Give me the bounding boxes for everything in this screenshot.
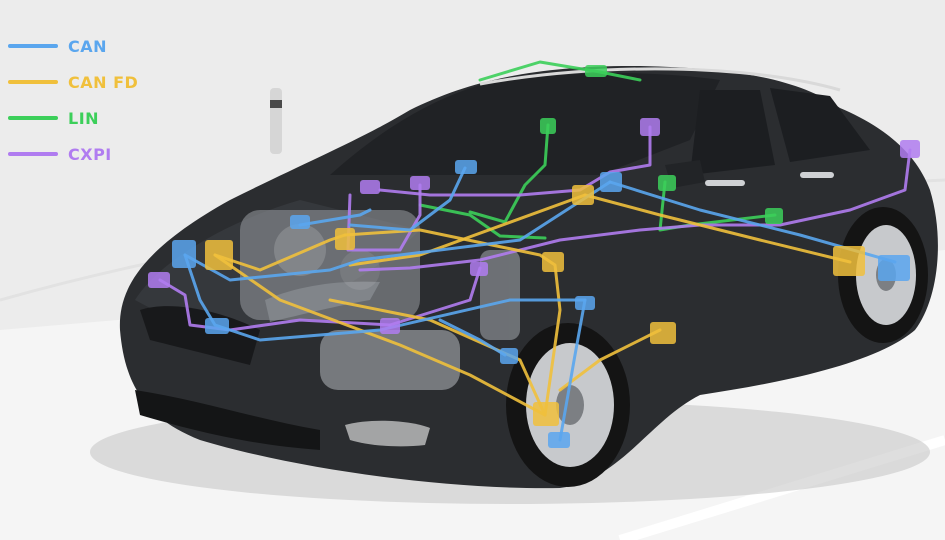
can-bus-line — [558, 298, 587, 442]
legend-swatch — [8, 152, 58, 156]
legend-label: LIN — [68, 108, 100, 128]
can-bus-line — [348, 166, 467, 232]
side-window-rear — [770, 88, 870, 162]
legend-label: CXPI — [68, 144, 112, 164]
ecu-node-icon — [205, 318, 229, 334]
fog-lamp — [345, 420, 430, 447]
can-fd-bus-line — [328, 298, 547, 417]
legend-item-can-fd: CAN FD — [8, 64, 178, 100]
ecu-node-icon — [878, 255, 910, 281]
can-bus-line — [438, 318, 507, 357]
road-bollard — [270, 88, 282, 154]
can-fd-bus-line — [348, 193, 587, 267]
ecu-node-icon — [148, 272, 170, 288]
ecu-node-icon — [833, 246, 865, 276]
ecu-nodes — [148, 65, 920, 448]
legend-label: CAN — [68, 36, 108, 56]
side-window-front — [690, 90, 775, 175]
ecu-node-icon — [380, 318, 400, 334]
ecu-node-icon — [575, 296, 595, 310]
ecu-node-icon — [205, 240, 233, 270]
roof-chrome — [479, 67, 841, 92]
ecu-node-icon — [640, 118, 660, 136]
legend-swatch — [8, 116, 58, 120]
ecu-node-icon — [410, 176, 430, 190]
ecu-node-icon — [335, 228, 355, 250]
ecu-node-icon — [533, 402, 559, 426]
ecu-node-icon — [548, 432, 570, 448]
ecu-node-icon — [290, 215, 310, 229]
door-handle-rear — [800, 172, 834, 178]
ecu-node-icon — [900, 140, 920, 158]
can-fd-bus-line — [583, 193, 852, 264]
legend-swatch — [8, 80, 58, 84]
ecu-node-icon — [540, 118, 556, 134]
lin-bus-line — [468, 123, 550, 224]
can-bus-line — [183, 253, 587, 342]
legend-label: CAN FD — [68, 72, 139, 92]
ecu-node-icon — [600, 172, 622, 192]
legend-item-lin: LIN — [8, 100, 178, 136]
can-fd-bus-line — [558, 328, 662, 392]
can-bus-line — [183, 180, 612, 282]
door-handle-front — [705, 180, 745, 186]
legend-item-can: CAN — [8, 28, 178, 64]
legend: CAN CAN FD LIN CXPI — [8, 28, 178, 172]
ecu-node-icon — [470, 262, 488, 276]
engine-bay — [240, 210, 520, 390]
ecu-node-icon — [542, 252, 564, 272]
ecu-node-icon — [658, 175, 676, 191]
ecu-node-icon — [455, 160, 477, 174]
ecu-node-icon — [765, 208, 783, 224]
windshield — [330, 73, 720, 175]
can-bus-line — [298, 208, 372, 227]
ecu-node-icon — [500, 348, 518, 364]
lower-grille — [135, 390, 320, 450]
legend-item-cxpi: CXPI — [8, 136, 178, 172]
ecu-node-icon — [360, 180, 380, 194]
ecu-node-icon — [650, 322, 676, 344]
ecu-node-icon — [572, 185, 594, 205]
lin-bus-line — [478, 60, 642, 82]
ecu-node-icon — [172, 240, 196, 268]
front-grille — [140, 306, 260, 365]
ecu-node-icon — [585, 65, 607, 77]
can-fd-bus-line — [213, 253, 547, 417]
cxpi-bus-line — [358, 148, 912, 272]
legend-swatch — [8, 44, 58, 48]
